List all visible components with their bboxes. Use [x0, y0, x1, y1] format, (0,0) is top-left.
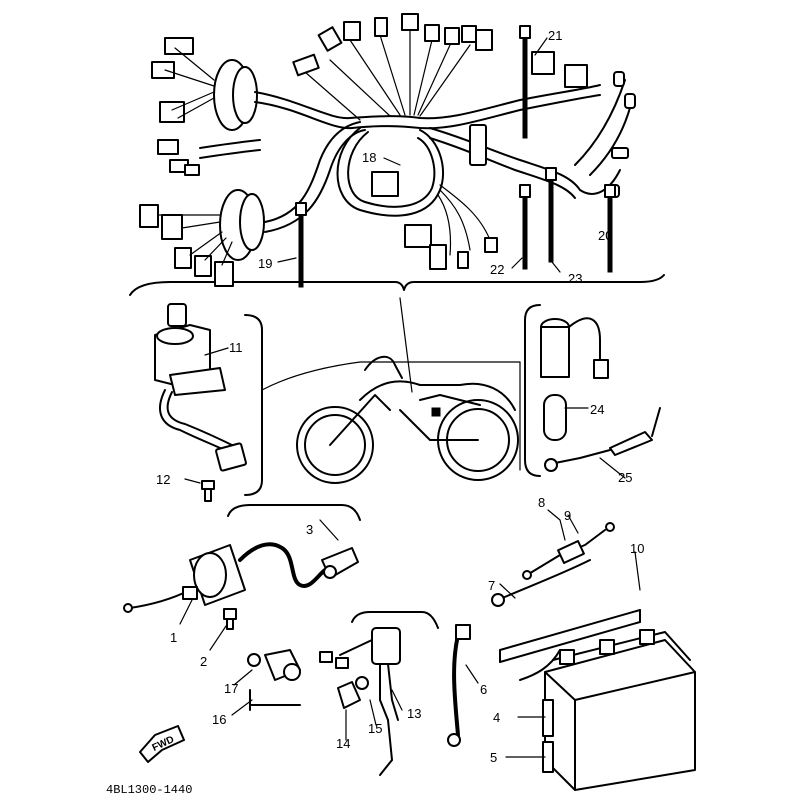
- motorcycle-outline: [261, 297, 521, 484]
- callout-11: 11: [229, 340, 243, 355]
- diagram-code: 4BL1300-1440: [106, 783, 192, 797]
- battery-breather-and-fuse: [524, 304, 661, 477]
- switches-and-relays: [247, 611, 439, 776]
- battery-assembly: [447, 522, 696, 791]
- callout-5: 5: [490, 750, 497, 765]
- callout-22: 22: [490, 262, 504, 277]
- callout-20: 20: [598, 228, 612, 243]
- callout-24: 24: [590, 402, 604, 417]
- callout-6: 6: [480, 682, 487, 697]
- callout-4: 4: [493, 710, 500, 725]
- callout-9: 9: [564, 508, 571, 523]
- leader-lines: [179, 37, 641, 758]
- callout-8: 8: [538, 495, 545, 510]
- callout-10: 10: [630, 541, 644, 556]
- callout-labels: 1 2 3 4 5 6 7 8 9 10 11 12 13 14 15 16 1…: [156, 28, 644, 765]
- callout-17: 17: [224, 681, 238, 696]
- callout-3: 3: [306, 522, 313, 537]
- callout-14: 14: [336, 736, 350, 751]
- callout-2: 2: [200, 654, 207, 669]
- ignition-coil: [123, 504, 361, 630]
- callout-16: 16: [212, 712, 226, 727]
- callout-13: 13: [407, 706, 421, 721]
- callout-18: 18: [362, 150, 376, 165]
- main-switch: [154, 303, 263, 502]
- callout-7: 7: [488, 578, 495, 593]
- cable-ties: [295, 25, 616, 288]
- callout-15: 15: [368, 721, 382, 736]
- callout-23: 23: [568, 271, 582, 286]
- callout-12: 12: [156, 472, 170, 487]
- callout-25: 25: [618, 470, 632, 485]
- callout-1: 1: [170, 630, 177, 645]
- forward-direction-arrow: FWD: [139, 725, 185, 763]
- callout-21: 21: [548, 28, 562, 43]
- callout-19: 19: [258, 256, 272, 271]
- wire-harness: [129, 13, 665, 296]
